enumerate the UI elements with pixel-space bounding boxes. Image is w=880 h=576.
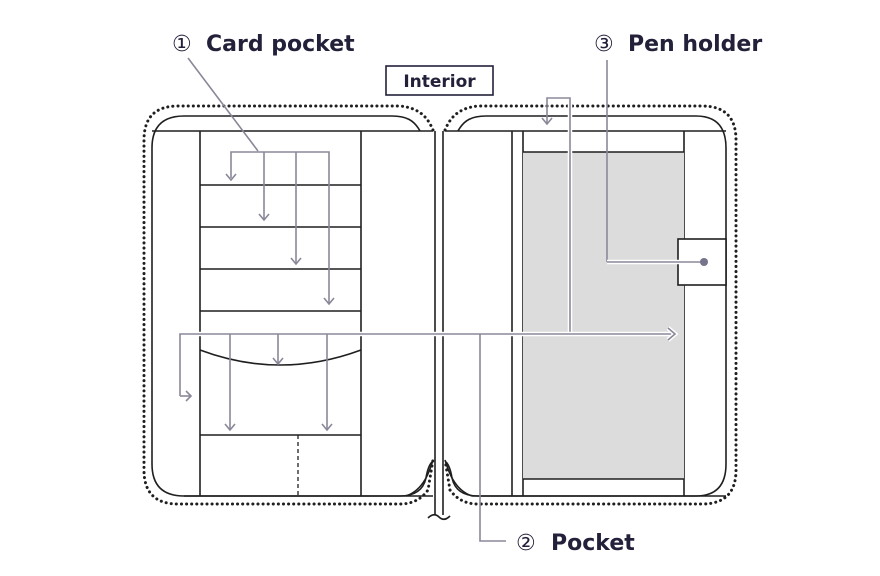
pocket-leaders: [179, 97, 679, 542]
left-panel: [142, 104, 435, 506]
callout-card-pocket: ① Card pocket: [172, 32, 355, 57]
callout-pen-holder: ③ Pen holder: [594, 32, 762, 57]
callout-label: Pocket: [551, 531, 635, 556]
interior-title-box: Interior: [385, 65, 494, 96]
callout-number: ①: [172, 32, 192, 57]
right-panel: [443, 104, 738, 506]
right-zipper-outline: [443, 104, 738, 506]
spine: [405, 131, 473, 521]
arrow-right-icon: [185, 390, 193, 402]
arrow-down-icon: [323, 297, 335, 306]
pen-holder-dot: [700, 258, 708, 266]
pen-holder-leader: [606, 60, 708, 266]
callout-label: Pen holder: [628, 32, 762, 57]
callout-label: Card pocket: [206, 32, 355, 57]
arrow-down-icon: [258, 213, 270, 222]
spine-break-mark: [427, 513, 451, 521]
arrow-down-icon: [290, 257, 302, 266]
curved-pocket-opening: [199, 349, 362, 366]
callout-number: ②: [516, 531, 536, 556]
callout-pocket: ② Pocket: [516, 531, 635, 556]
arrow-down-icon: [224, 423, 236, 432]
left-cover-outline: [151, 115, 433, 497]
arrow-down-icon: [541, 117, 553, 126]
callout-number: ③: [594, 32, 614, 57]
left-zipper-outline: [142, 104, 435, 506]
card-pocket-leaders: [187, 57, 335, 306]
arrow-down-icon: [272, 357, 284, 366]
arrow-down-icon: [225, 173, 237, 182]
interior-title: Interior: [403, 72, 476, 92]
right-cover-outline: [445, 115, 727, 497]
arrow-right-icon: [667, 327, 677, 341]
notebook-insert: [523, 152, 684, 479]
arrow-down-icon: [321, 423, 333, 432]
